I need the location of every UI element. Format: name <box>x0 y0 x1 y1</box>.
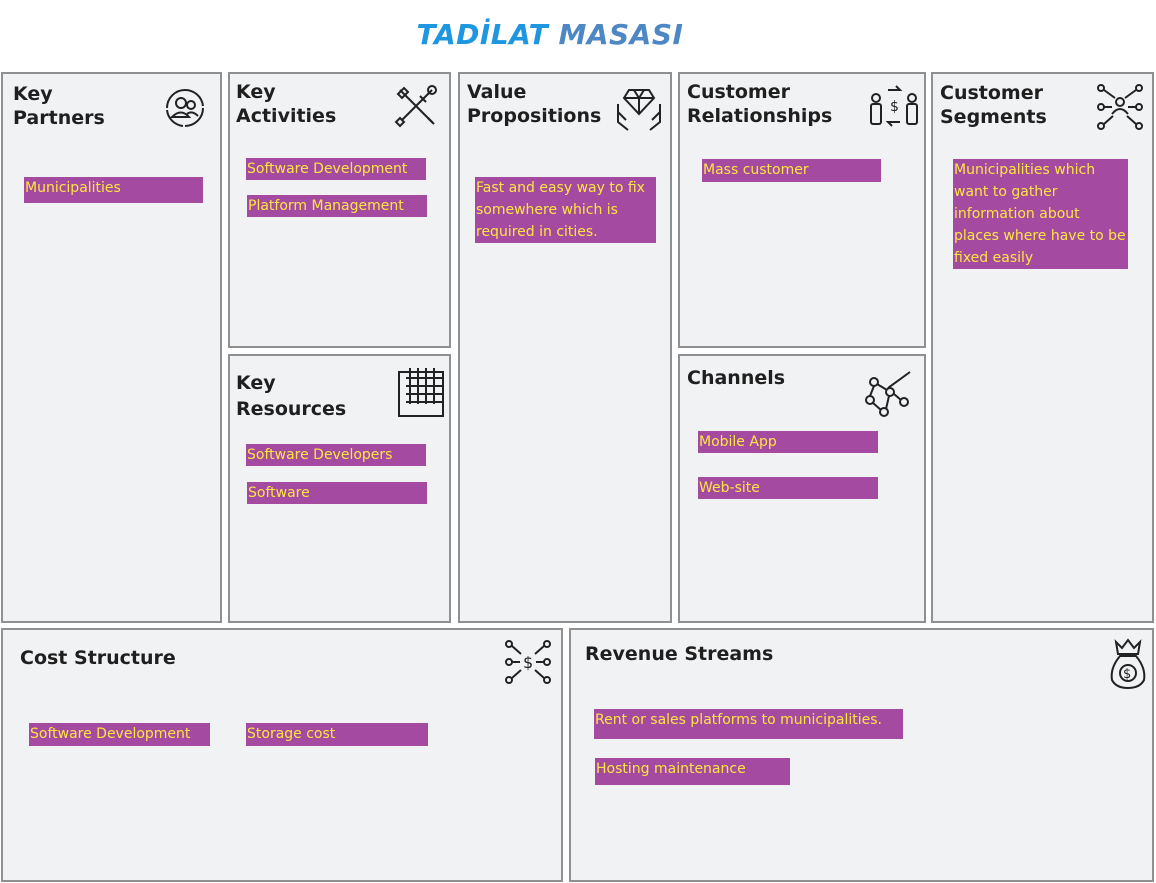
cost-structure-item-2: Storage cost <box>246 723 428 746</box>
revenue-streams-heading: Revenue Streams <box>585 643 774 665</box>
cost-structure-item-1: Software Development <box>29 723 210 746</box>
key-activities-panel: Key Activities Software Development Plat… <box>228 72 451 348</box>
customer-relationships-heading: Customer Relationships <box>687 81 833 127</box>
value-propositions-panel: Value Propositions Fast and easy way to … <box>458 72 672 623</box>
key-resources-item-2: Software <box>247 482 427 504</box>
title-part1: TADİLAT <box>416 18 549 51</box>
channels-item-1: Mobile App <box>698 431 878 453</box>
revenue-streams-panel: Revenue Streams $ Rent or sales platform… <box>569 628 1154 882</box>
key-resources-item-1: Software Developers <box>246 444 426 466</box>
cost-structure-panel: Cost Structure $ Software Development St… <box>1 628 563 882</box>
people-circle-icon <box>161 84 209 132</box>
revenue-streams-item-2: Hosting maintenance <box>595 758 790 785</box>
key-partners-item: Municipalities <box>24 177 203 203</box>
cost-structure-heading: Cost Structure <box>20 647 176 669</box>
canvas-title: TADİLAT MASASI <box>0 18 1100 51</box>
svg-text:$: $ <box>1123 667 1131 682</box>
title-part2: MASASI <box>558 18 684 51</box>
key-activities-item-2: Platform Management <box>247 195 427 217</box>
cost-network-icon: $ <box>503 638 553 686</box>
value-propositions-heading: Value Propositions <box>467 81 602 127</box>
value-propositions-item: Fast and easy way to fix somewhere which… <box>475 177 656 243</box>
key-partners-heading: Key Partners <box>13 83 105 129</box>
svg-text:$: $ <box>890 99 899 115</box>
gift-hands-icon <box>614 82 664 132</box>
key-activities-heading: Key Activities <box>236 81 337 127</box>
key-activities-item-1: Software Development <box>246 158 426 180</box>
network-icon <box>864 368 914 418</box>
customer-relationships-item: Mass customer <box>702 159 881 182</box>
segments-icon <box>1095 82 1145 132</box>
customer-segments-panel: Customer Segments Municipalities which w… <box>931 72 1154 623</box>
key-partners-panel: Key Partners Municipalities <box>1 72 222 623</box>
customer-segments-heading: Customer Segments <box>940 82 1047 128</box>
key-resources-panel: Key Resources Software Developers Softwa… <box>228 354 451 623</box>
svg-text:$: $ <box>523 653 533 672</box>
customer-segments-item: Municipalities which want to gather info… <box>953 159 1128 269</box>
revenue-streams-item-1: Rent or sales platforms to municipalitie… <box>594 709 903 739</box>
channels-heading: Channels <box>687 367 786 389</box>
exchange-people-icon: $ <box>868 84 920 128</box>
tools-icon <box>392 82 440 130</box>
customer-relationships-panel: Customer Relationships $ Mass customer <box>678 72 926 348</box>
channels-item-2: Web-site <box>698 477 878 499</box>
factory-grid-icon <box>396 364 446 418</box>
money-bag-icon: $ <box>1108 638 1148 690</box>
key-resources-heading: Key Resources <box>236 372 347 420</box>
channels-panel: Channels Mobile App Web-site <box>678 354 926 623</box>
